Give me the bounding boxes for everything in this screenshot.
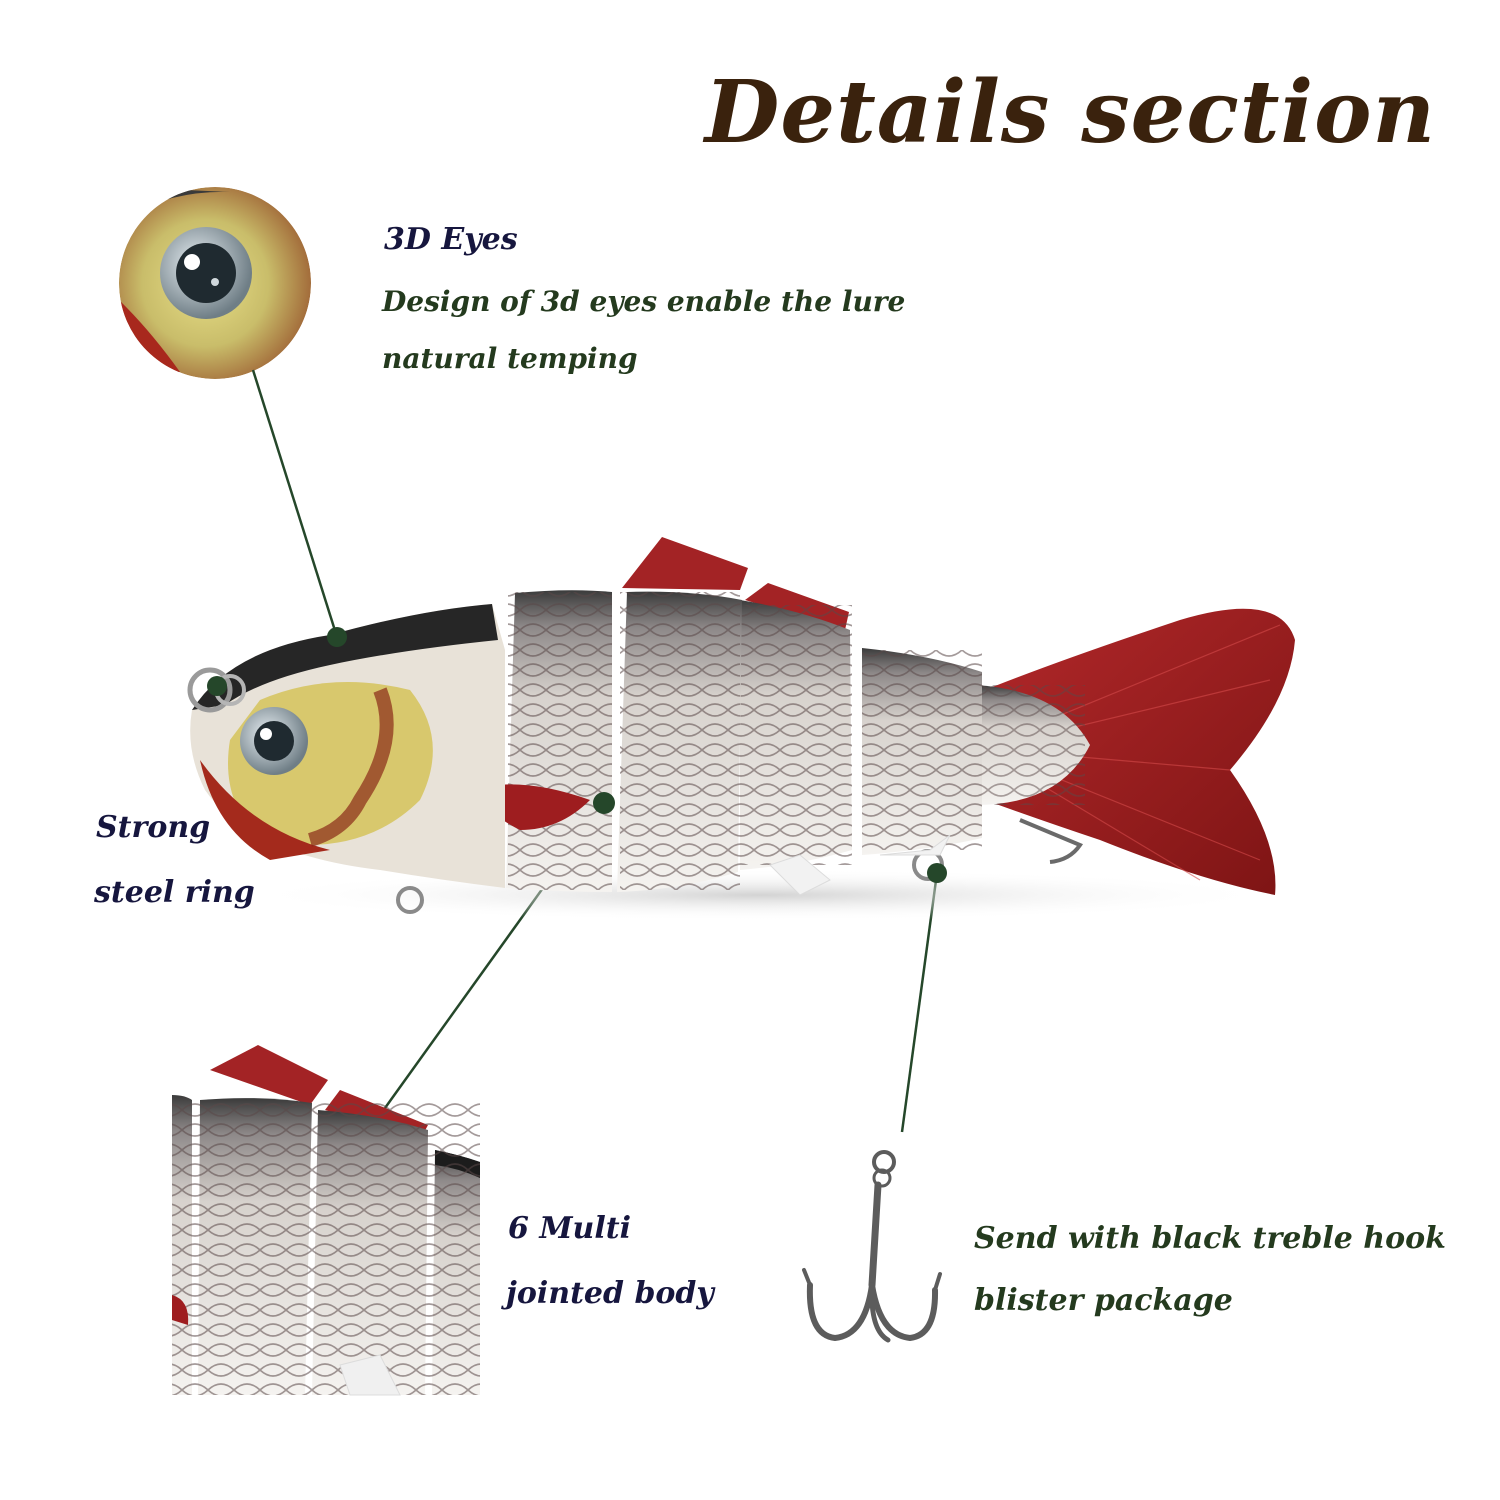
eyes-callout-dot [327,627,347,647]
body-closeup-image [172,1045,480,1396]
hook-callout-dot [927,863,947,883]
treble-hook-image [802,1150,942,1343]
eyes-heading: 3D Eyes [384,222,518,257]
hook-label-line1: Send with black treble hook [974,1221,1446,1256]
lure-image [187,537,1295,914]
eyes-description-line2: natural temping [382,342,638,375]
eye-closeup-image [119,187,311,379]
page-title: Details section [704,62,1436,163]
hook-label-line2: blister package [974,1283,1233,1318]
eyes-description-line1: Design of 3d eyes enable the lure [382,285,906,318]
ring-label-line2: steel ring [94,875,255,910]
ring-callout-dot [207,676,227,696]
body-label-line1: 6 Multi [508,1211,631,1246]
body-label-line2: jointed body [506,1276,714,1311]
ring-label-line1: Strong [96,810,211,845]
body-callout-dot [593,792,615,814]
